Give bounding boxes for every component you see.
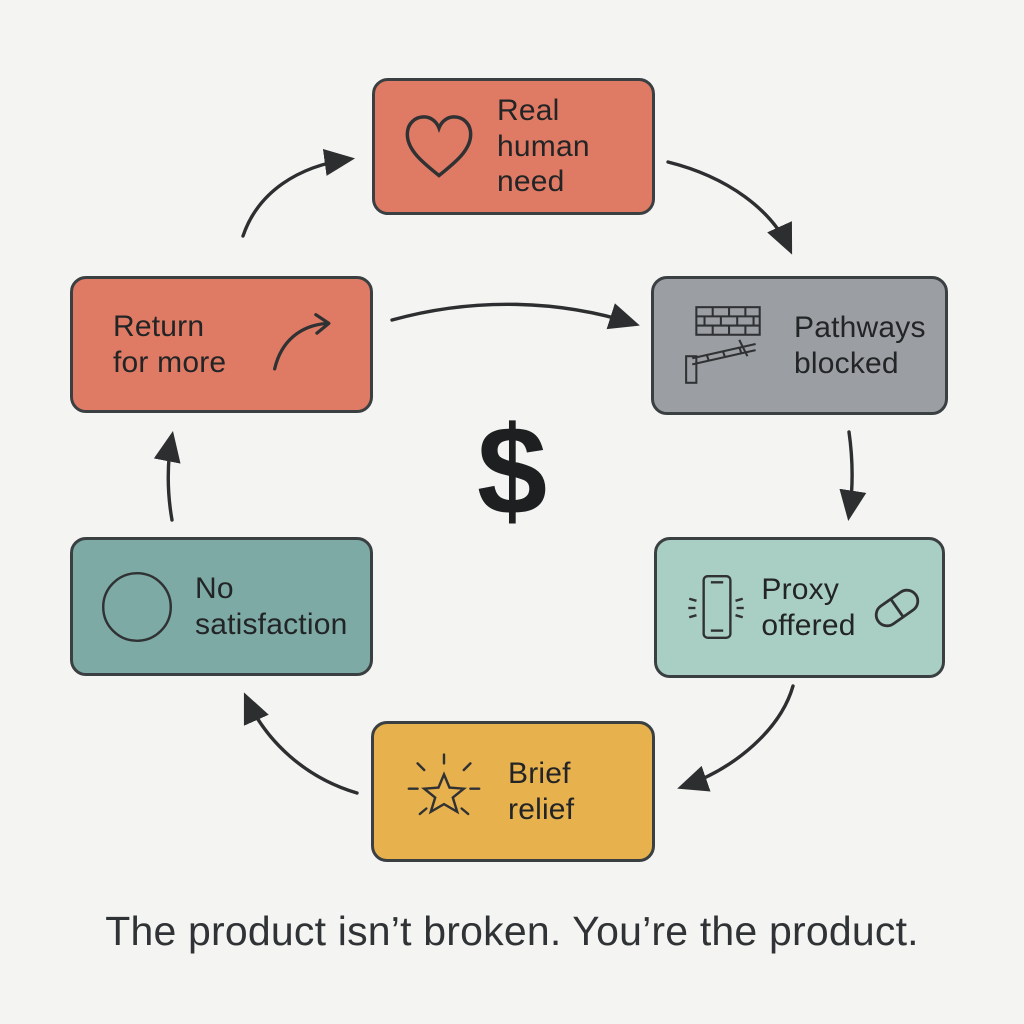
node-label: Real human need (497, 94, 590, 199)
node-label: No satisfaction (195, 572, 348, 641)
arrow-real-to-pathways (666, 160, 793, 255)
node-label: Pathways blocked (794, 311, 926, 380)
barrier-wall-icon (680, 305, 774, 387)
curved-arrow-icon (266, 310, 344, 380)
heart-icon (401, 112, 477, 182)
circle-icon (99, 569, 175, 645)
node-no-satisfaction: No satisfaction (70, 537, 373, 676)
node-proxy-offered: Proxy offered (654, 537, 945, 678)
node-real-human-need: Real human need (372, 78, 655, 215)
caption: The product isn’t broken. You’re the pro… (105, 908, 919, 954)
node-pathways-blocked: Pathways blocked (651, 276, 948, 415)
arrow-pathways-to-proxy (839, 430, 867, 522)
pill-icon (868, 579, 926, 637)
phone-icon (683, 571, 749, 645)
arrow-nosat-to-return (153, 430, 181, 522)
node-label: Return for more (113, 310, 227, 379)
dollar-sign: $ (476, 400, 548, 541)
node-label: Proxy offered (761, 573, 856, 642)
node-label: Brief relief (508, 757, 575, 826)
arrow-brief-to-nosat (243, 692, 359, 795)
node-return-for-more: Return for more (70, 276, 373, 413)
sparkle-star-icon (400, 748, 488, 836)
arrow-return-to-real (241, 148, 356, 238)
arrow-proxy-to-brief (677, 684, 795, 792)
node-brief-relief: Brief relief (371, 721, 655, 862)
arrow-return-to-pathways (390, 302, 640, 330)
